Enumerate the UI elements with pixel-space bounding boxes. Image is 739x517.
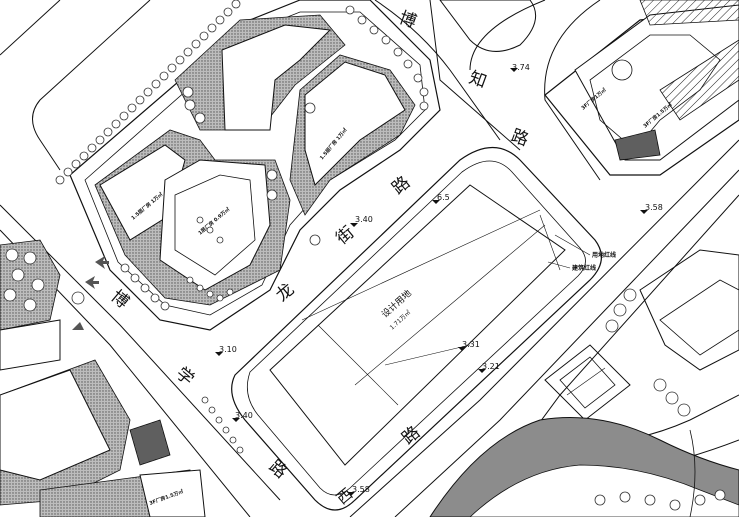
road-label-north-east-1: 博	[396, 8, 419, 33]
road-label-north-east-3: 路	[508, 126, 531, 151]
elev-9: 3.58	[352, 485, 370, 494]
northwest-block	[55, 0, 441, 331]
elevation-markers: 3.74 3.58 6.5 3.40 3.10 3.31 3.21 3.40 3…	[215, 63, 663, 496]
road-label-center-3: 路	[388, 173, 414, 199]
road-label-center-1: 龙	[272, 280, 298, 306]
elev-5: 3.10	[219, 345, 237, 354]
northeast-block	[439, 0, 739, 176]
entrance-arrows	[72, 256, 109, 330]
site-labels: 设计用地 1.71万㎡ 用地红线 建筑红线	[379, 251, 616, 331]
elev-2: 3.58	[645, 203, 663, 212]
road-label-lower-west: 博	[107, 287, 133, 313]
setback-line-label: 建筑红线	[572, 264, 596, 272]
elev-4: 3.40	[355, 215, 373, 224]
elev-6: 3.31	[462, 340, 480, 349]
southeast-area	[429, 249, 739, 517]
elev-8: 3.40	[235, 411, 253, 420]
elev-7: 3.21	[482, 362, 500, 371]
elev-3: 6.5	[437, 193, 450, 202]
west-block	[0, 239, 244, 517]
use-line-label: 用地红线	[591, 251, 616, 259]
road-label-right: 路	[398, 423, 424, 449]
road-label-north-east-2: 知	[466, 68, 489, 93]
design-site	[231, 147, 602, 511]
road-label-south-2: 路	[265, 457, 291, 483]
elev-1: 3.74	[512, 63, 530, 72]
